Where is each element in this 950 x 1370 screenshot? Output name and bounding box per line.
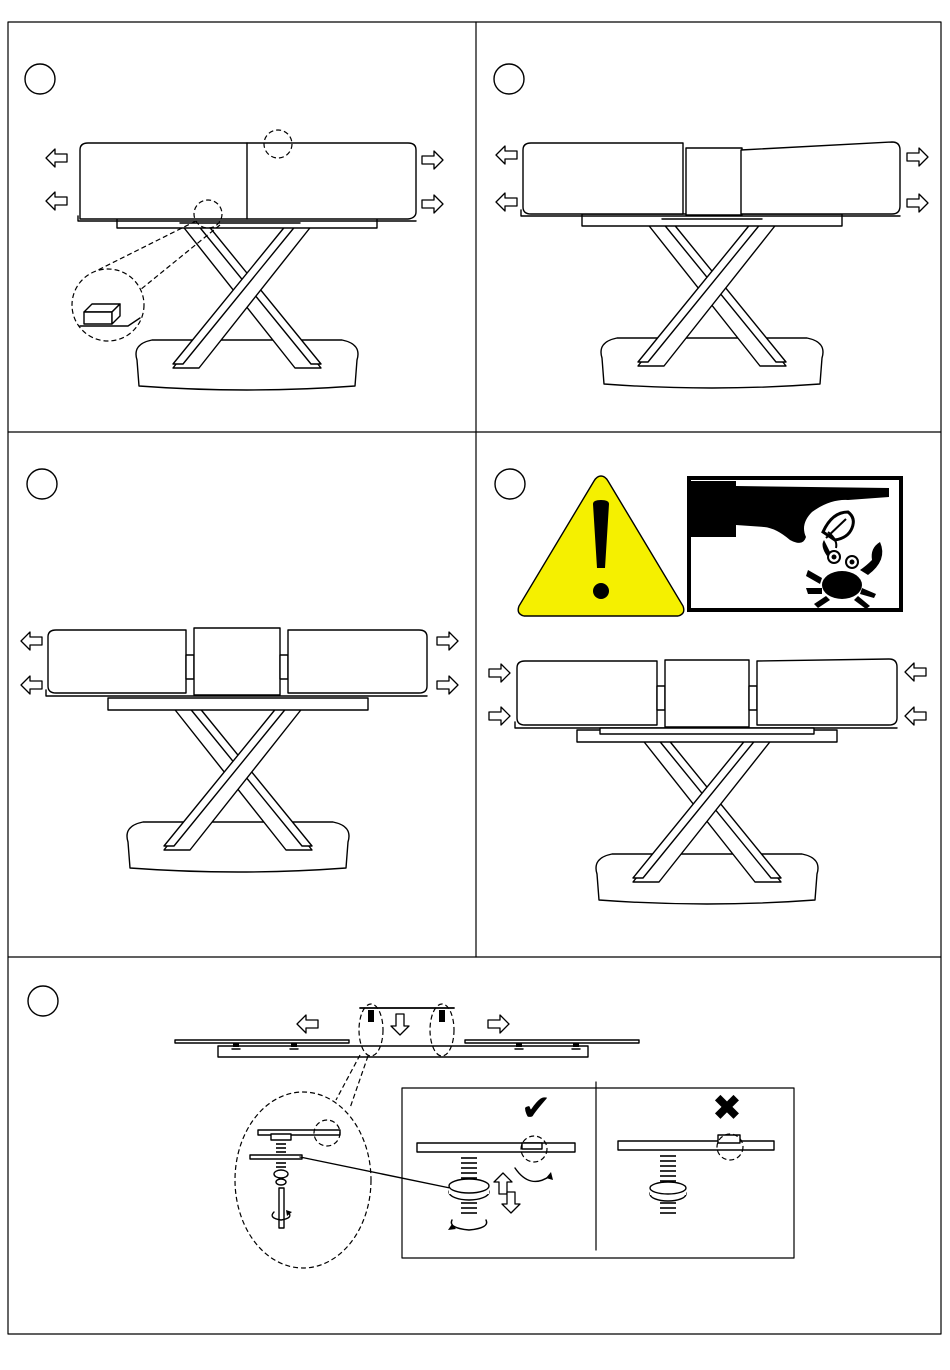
panel-step-4: !	[489, 469, 926, 904]
table-top-closed	[78, 143, 416, 223]
panel-step-2	[494, 64, 928, 388]
latch-detail-magnified	[72, 269, 144, 341]
panel-step-1	[25, 64, 443, 390]
table-top-opening	[521, 142, 900, 219]
step-number-circle	[494, 64, 524, 94]
incorrect-mark: ✖	[712, 1088, 742, 1129]
table-base	[108, 698, 368, 872]
panel-step-5: ✔ ✖	[28, 986, 794, 1268]
table-base	[582, 214, 842, 388]
correct-vs-incorrect-box: ✔ ✖	[402, 1082, 794, 1258]
adjuster-detail-magnified	[235, 1055, 450, 1268]
crab-pinch-icon	[689, 478, 901, 610]
correct-mark: ✔	[521, 1088, 551, 1129]
adjuster-incorrect	[618, 1134, 774, 1213]
table-top-extended	[46, 628, 427, 696]
panel-step-3	[21, 469, 458, 872]
adjuster-correct	[417, 1136, 575, 1230]
table-base	[117, 216, 377, 390]
table-base	[577, 730, 837, 904]
table-side-view	[175, 1004, 639, 1057]
step-number-circle	[27, 469, 57, 499]
warning-triangle-icon: !	[518, 476, 684, 616]
step-number-circle	[25, 64, 55, 94]
table-top-closing	[515, 659, 897, 734]
step-number-circle	[28, 986, 58, 1016]
step-number-circle	[495, 469, 525, 499]
